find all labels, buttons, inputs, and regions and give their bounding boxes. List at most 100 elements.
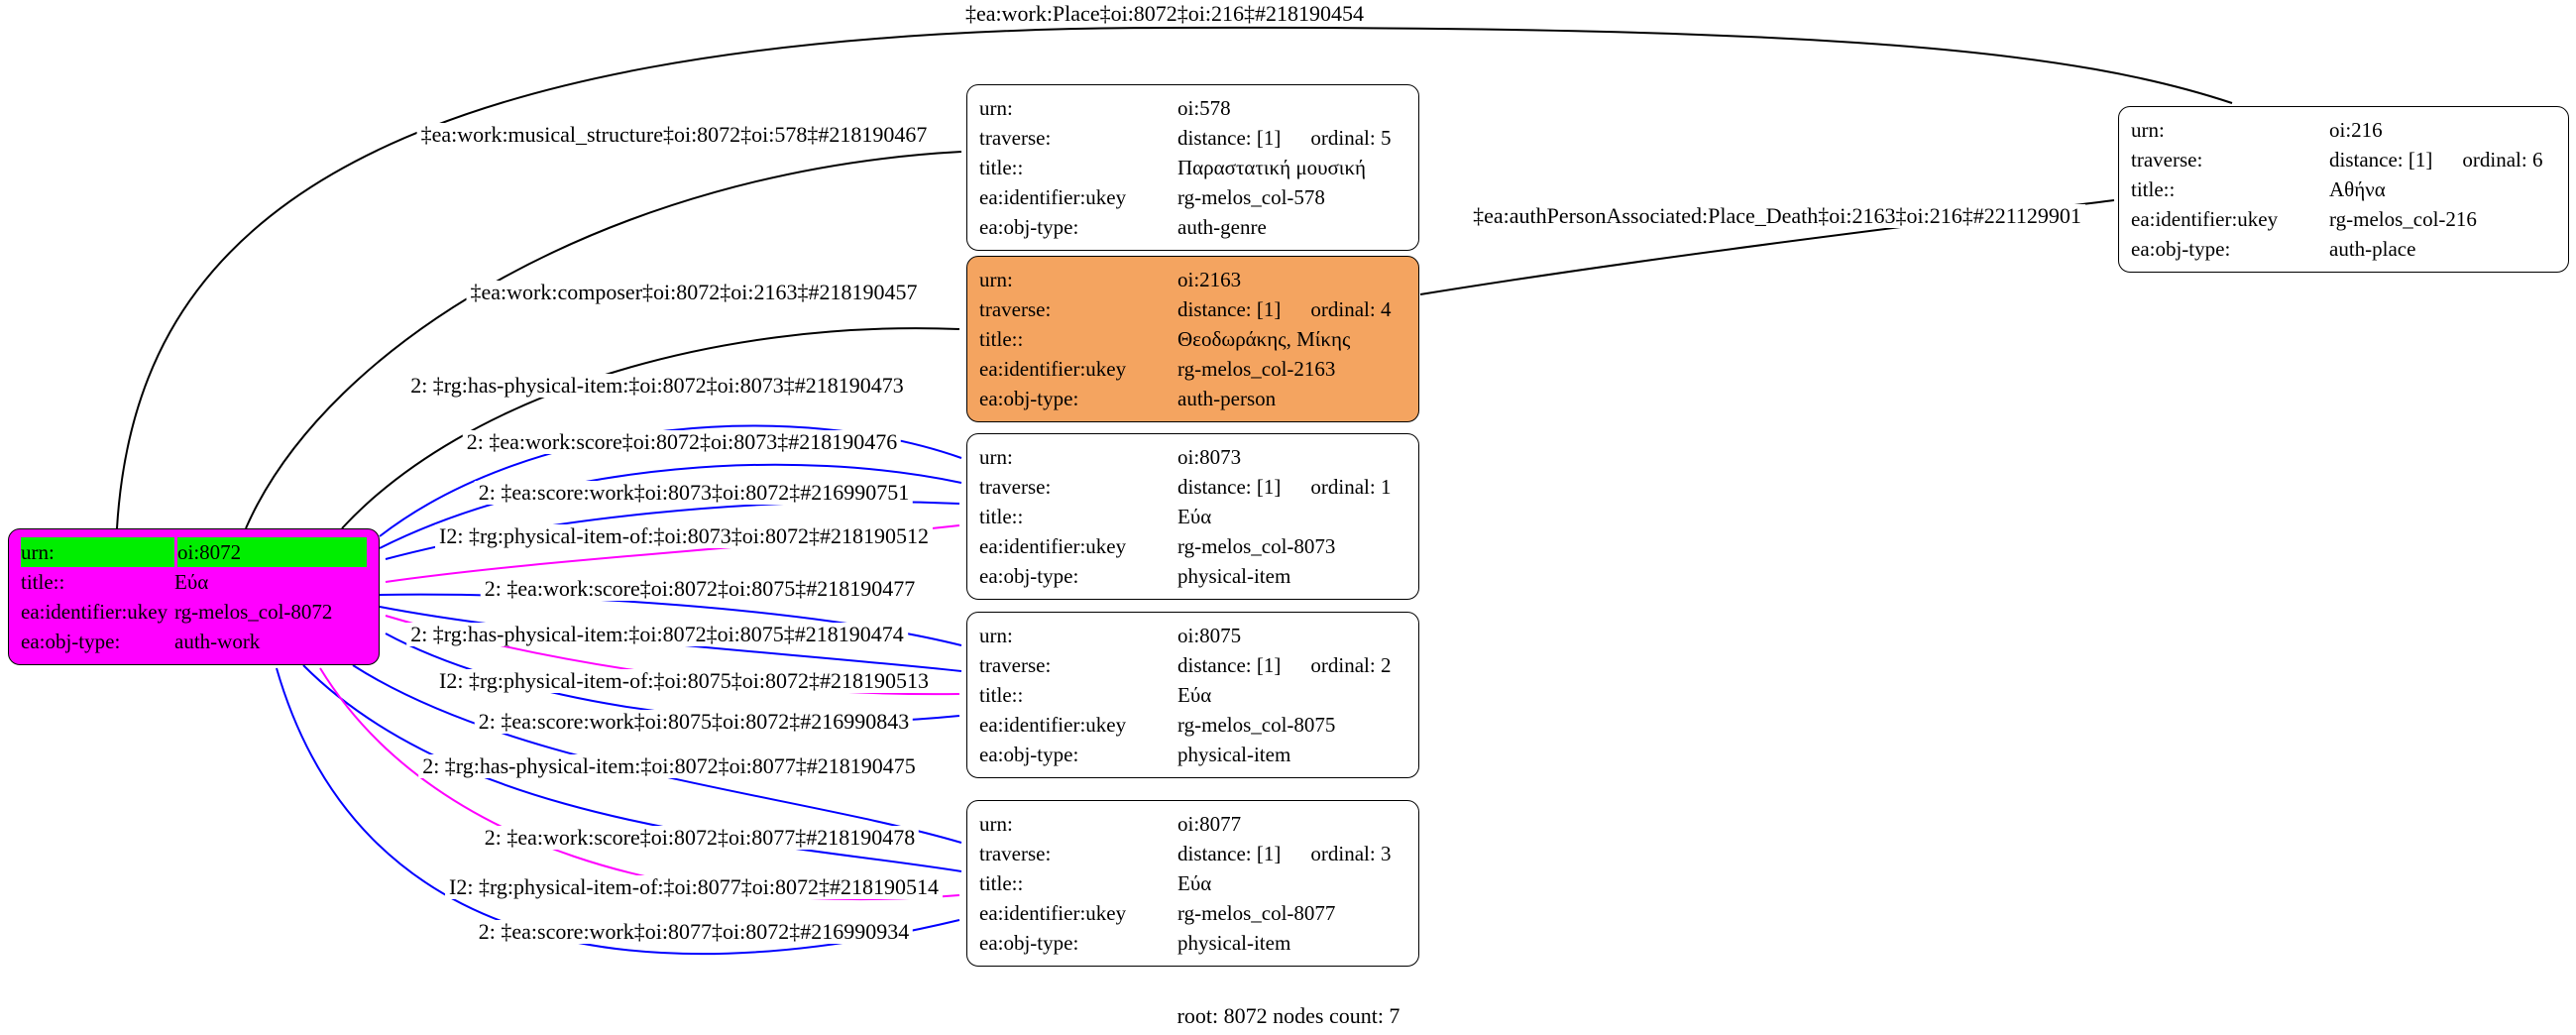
field-key: urn: (979, 624, 1013, 647)
field-value: physical-item (1177, 564, 1291, 588)
field-key: urn: (979, 445, 1013, 469)
node-oi-2163[interactable]: urn: oi:2163 traverse: distance: [1] ord… (966, 256, 1419, 422)
field-value: Εύα (1177, 871, 1212, 895)
node-row-title: title:: Θεοδωράκης, Μίκης (979, 324, 1406, 354)
field-value-extra: ordinal: 5 (1310, 126, 1392, 150)
edge-label-work-score-8075: 2: ‡ea:work:score‡oi:8072‡oi:8075‡#21819… (480, 577, 920, 601)
field-key: title:: (979, 156, 1024, 179)
node-row-traverse: traverse: distance: [1] ordinal: 3 (979, 839, 1406, 868)
node-row-objtype: ea:obj-type: physical-item (979, 561, 1406, 591)
field-value: Θεοδωράκης, Μίκης (1177, 327, 1351, 351)
edge-label-has-physical-item-8075: 2: ‡rg:has-physical-item:‡oi:8072‡oi:807… (406, 623, 908, 646)
node-row-objtype: ea:obj-type: auth-work (21, 627, 367, 656)
field-key: ea:obj-type: (979, 387, 1079, 410)
node-oi-8072[interactable]: urn: oi:8072 title:: Εύα ea:identifier:u… (8, 528, 380, 665)
field-key: ea:identifier:ukey (979, 357, 1127, 381)
node-row-traverse: traverse: distance: [1] ordinal: 1 (979, 472, 1406, 502)
field-value: oi:2163 (1177, 268, 1242, 291)
node-row-objtype: ea:obj-type: auth-genre (979, 212, 1406, 242)
field-key: traverse: (979, 653, 1052, 677)
field-value: Παραστατική μουσική (1177, 156, 1367, 179)
edge-label-auth-person-place-death: ‡ea:authPersonAssociated:Place_Death‡oi:… (1469, 204, 2085, 228)
field-key: title:: (2131, 177, 2176, 201)
node-row-objtype: ea:obj-type: auth-person (979, 384, 1406, 413)
node-row-objtype: ea:obj-type: physical-item (979, 928, 1406, 958)
edge-label-has-physical-item-8077: 2: ‡rg:has-physical-item:‡oi:8072‡oi:807… (418, 754, 920, 778)
field-value: rg-melos_col-578 (1177, 185, 1325, 209)
edge-label-has-physical-item-8073: 2: ‡rg:has-physical-item:‡oi:8072‡oi:807… (406, 374, 908, 398)
node-oi-216[interactable]: urn: oi:216 traverse: distance: [1] ordi… (2118, 106, 2569, 273)
field-key: title:: (21, 570, 65, 594)
field-value-extra: ordinal: 4 (1310, 297, 1392, 321)
field-key: urn: (979, 268, 1013, 291)
node-row-identifier: ea:identifier:ukey rg-melos_col-2163 (979, 354, 1406, 384)
node-oi-8075[interactable]: urn: oi:8075 traverse: distance: [1] ord… (966, 612, 1419, 778)
field-value: oi:8072 (177, 537, 367, 567)
edge-label-work-score-8077: 2: ‡ea:work:score‡oi:8072‡oi:8077‡#21819… (480, 826, 920, 850)
field-key: title:: (979, 505, 1024, 528)
edge-work-musical-structure (245, 151, 962, 529)
field-key: title:: (979, 327, 1024, 351)
node-row-urn: urn: oi:216 (2131, 115, 2556, 145)
footer-status: root: 8072 nodes count: 7 (1176, 1003, 1400, 1028)
field-key: title:: (979, 871, 1024, 895)
field-value-extra: ordinal: 6 (2462, 148, 2543, 172)
node-row-traverse: traverse: distance: [1] ordinal: 4 (979, 294, 1406, 324)
edge-label-work-score-8073: 2: ‡ea:work:score‡oi:8072‡oi:8073‡#21819… (462, 430, 902, 454)
field-value: oi:8073 (1177, 445, 1242, 469)
node-oi-8073[interactable]: urn: oi:8073 traverse: distance: [1] ord… (966, 433, 1419, 600)
node-row-urn: urn: oi:8073 (979, 442, 1406, 472)
field-key: ea:obj-type: (979, 215, 1079, 239)
node-row-title: title:: Εύα (979, 502, 1406, 531)
field-value-extra: ordinal: 3 (1310, 842, 1392, 865)
field-value: Εύα (1177, 505, 1212, 528)
node-row-traverse: traverse: distance: [1] ordinal: 6 (2131, 145, 2556, 174)
edge-label-score-work-8075: 2: ‡ea:score:work‡oi:8075‡oi:8072‡#21699… (474, 710, 914, 734)
node-row-urn: urn: oi:2163 (979, 265, 1406, 294)
node-row-title: title:: Αθήνα (2131, 174, 2556, 204)
node-row-urn: urn: oi:8072 (21, 537, 367, 567)
field-key: traverse: (979, 475, 1052, 499)
node-row-identifier: ea:identifier:ukey rg-melos_col-8075 (979, 710, 1406, 740)
field-key: ea:identifier:ukey (979, 534, 1127, 558)
edge-label-score-work-8073: 2: ‡ea:score:work‡oi:8073‡oi:8072‡#21699… (474, 481, 914, 505)
node-row-identifier: ea:identifier:ukey rg-melos_col-216 (2131, 204, 2556, 234)
edge-label-physical-item-of-8073: I2: ‡rg:physical-item-of:‡oi:8073‡oi:807… (435, 524, 933, 548)
field-value: rg-melos_col-216 (2329, 207, 2477, 231)
field-key: urn: (979, 96, 1013, 120)
field-value: auth-work (174, 630, 261, 653)
field-key: ea:obj-type: (979, 931, 1079, 955)
field-key: ea:identifier:ukey (979, 713, 1127, 737)
field-value: auth-place (2329, 237, 2416, 261)
field-value: physical-item (1177, 743, 1291, 766)
node-row-urn: urn: oi:8075 (979, 621, 1406, 650)
field-key: ea:obj-type: (979, 743, 1079, 766)
field-key: traverse: (979, 297, 1052, 321)
field-value-extra: ordinal: 2 (1310, 653, 1392, 677)
node-row-identifier: ea:identifier:ukey rg-melos_col-8077 (979, 898, 1406, 928)
field-value: distance: [1] (1177, 653, 1282, 677)
node-row-traverse: traverse: distance: [1] ordinal: 2 (979, 650, 1406, 680)
field-key: ea:identifier:ukey (2131, 207, 2279, 231)
node-oi-8077[interactable]: urn: oi:8077 traverse: distance: [1] ord… (966, 800, 1419, 967)
edge-work-score-8077 (302, 664, 962, 872)
field-value: Εύα (174, 570, 209, 594)
node-row-identifier: ea:identifier:ukey rg-melos_col-578 (979, 182, 1406, 212)
field-key: ea:identifier:ukey (979, 185, 1127, 209)
field-key: ea:identifier:ukey (979, 901, 1127, 925)
field-key: title:: (979, 683, 1024, 707)
field-value: oi:8075 (1177, 624, 1242, 647)
field-value: rg-melos_col-8072 (174, 600, 333, 624)
node-row-urn: urn: oi:8077 (979, 809, 1406, 839)
edge-label-physical-item-of-8075: I2: ‡rg:physical-item-of:‡oi:8075‡oi:807… (435, 669, 933, 693)
field-value-extra: ordinal: 1 (1310, 475, 1392, 499)
field-key: ea:identifier:ukey (21, 600, 168, 624)
field-key: traverse: (979, 126, 1052, 150)
field-value: rg-melos_col-8075 (1177, 713, 1336, 737)
node-oi-578[interactable]: urn: oi:578 traverse: distance: [1] ordi… (966, 84, 1419, 251)
node-row-title: title:: Παραστατική μουσική (979, 153, 1406, 182)
field-value: Εύα (1177, 683, 1212, 707)
field-value: physical-item (1177, 931, 1291, 955)
node-row-identifier: ea:identifier:ukey rg-melos_col-8073 (979, 531, 1406, 561)
